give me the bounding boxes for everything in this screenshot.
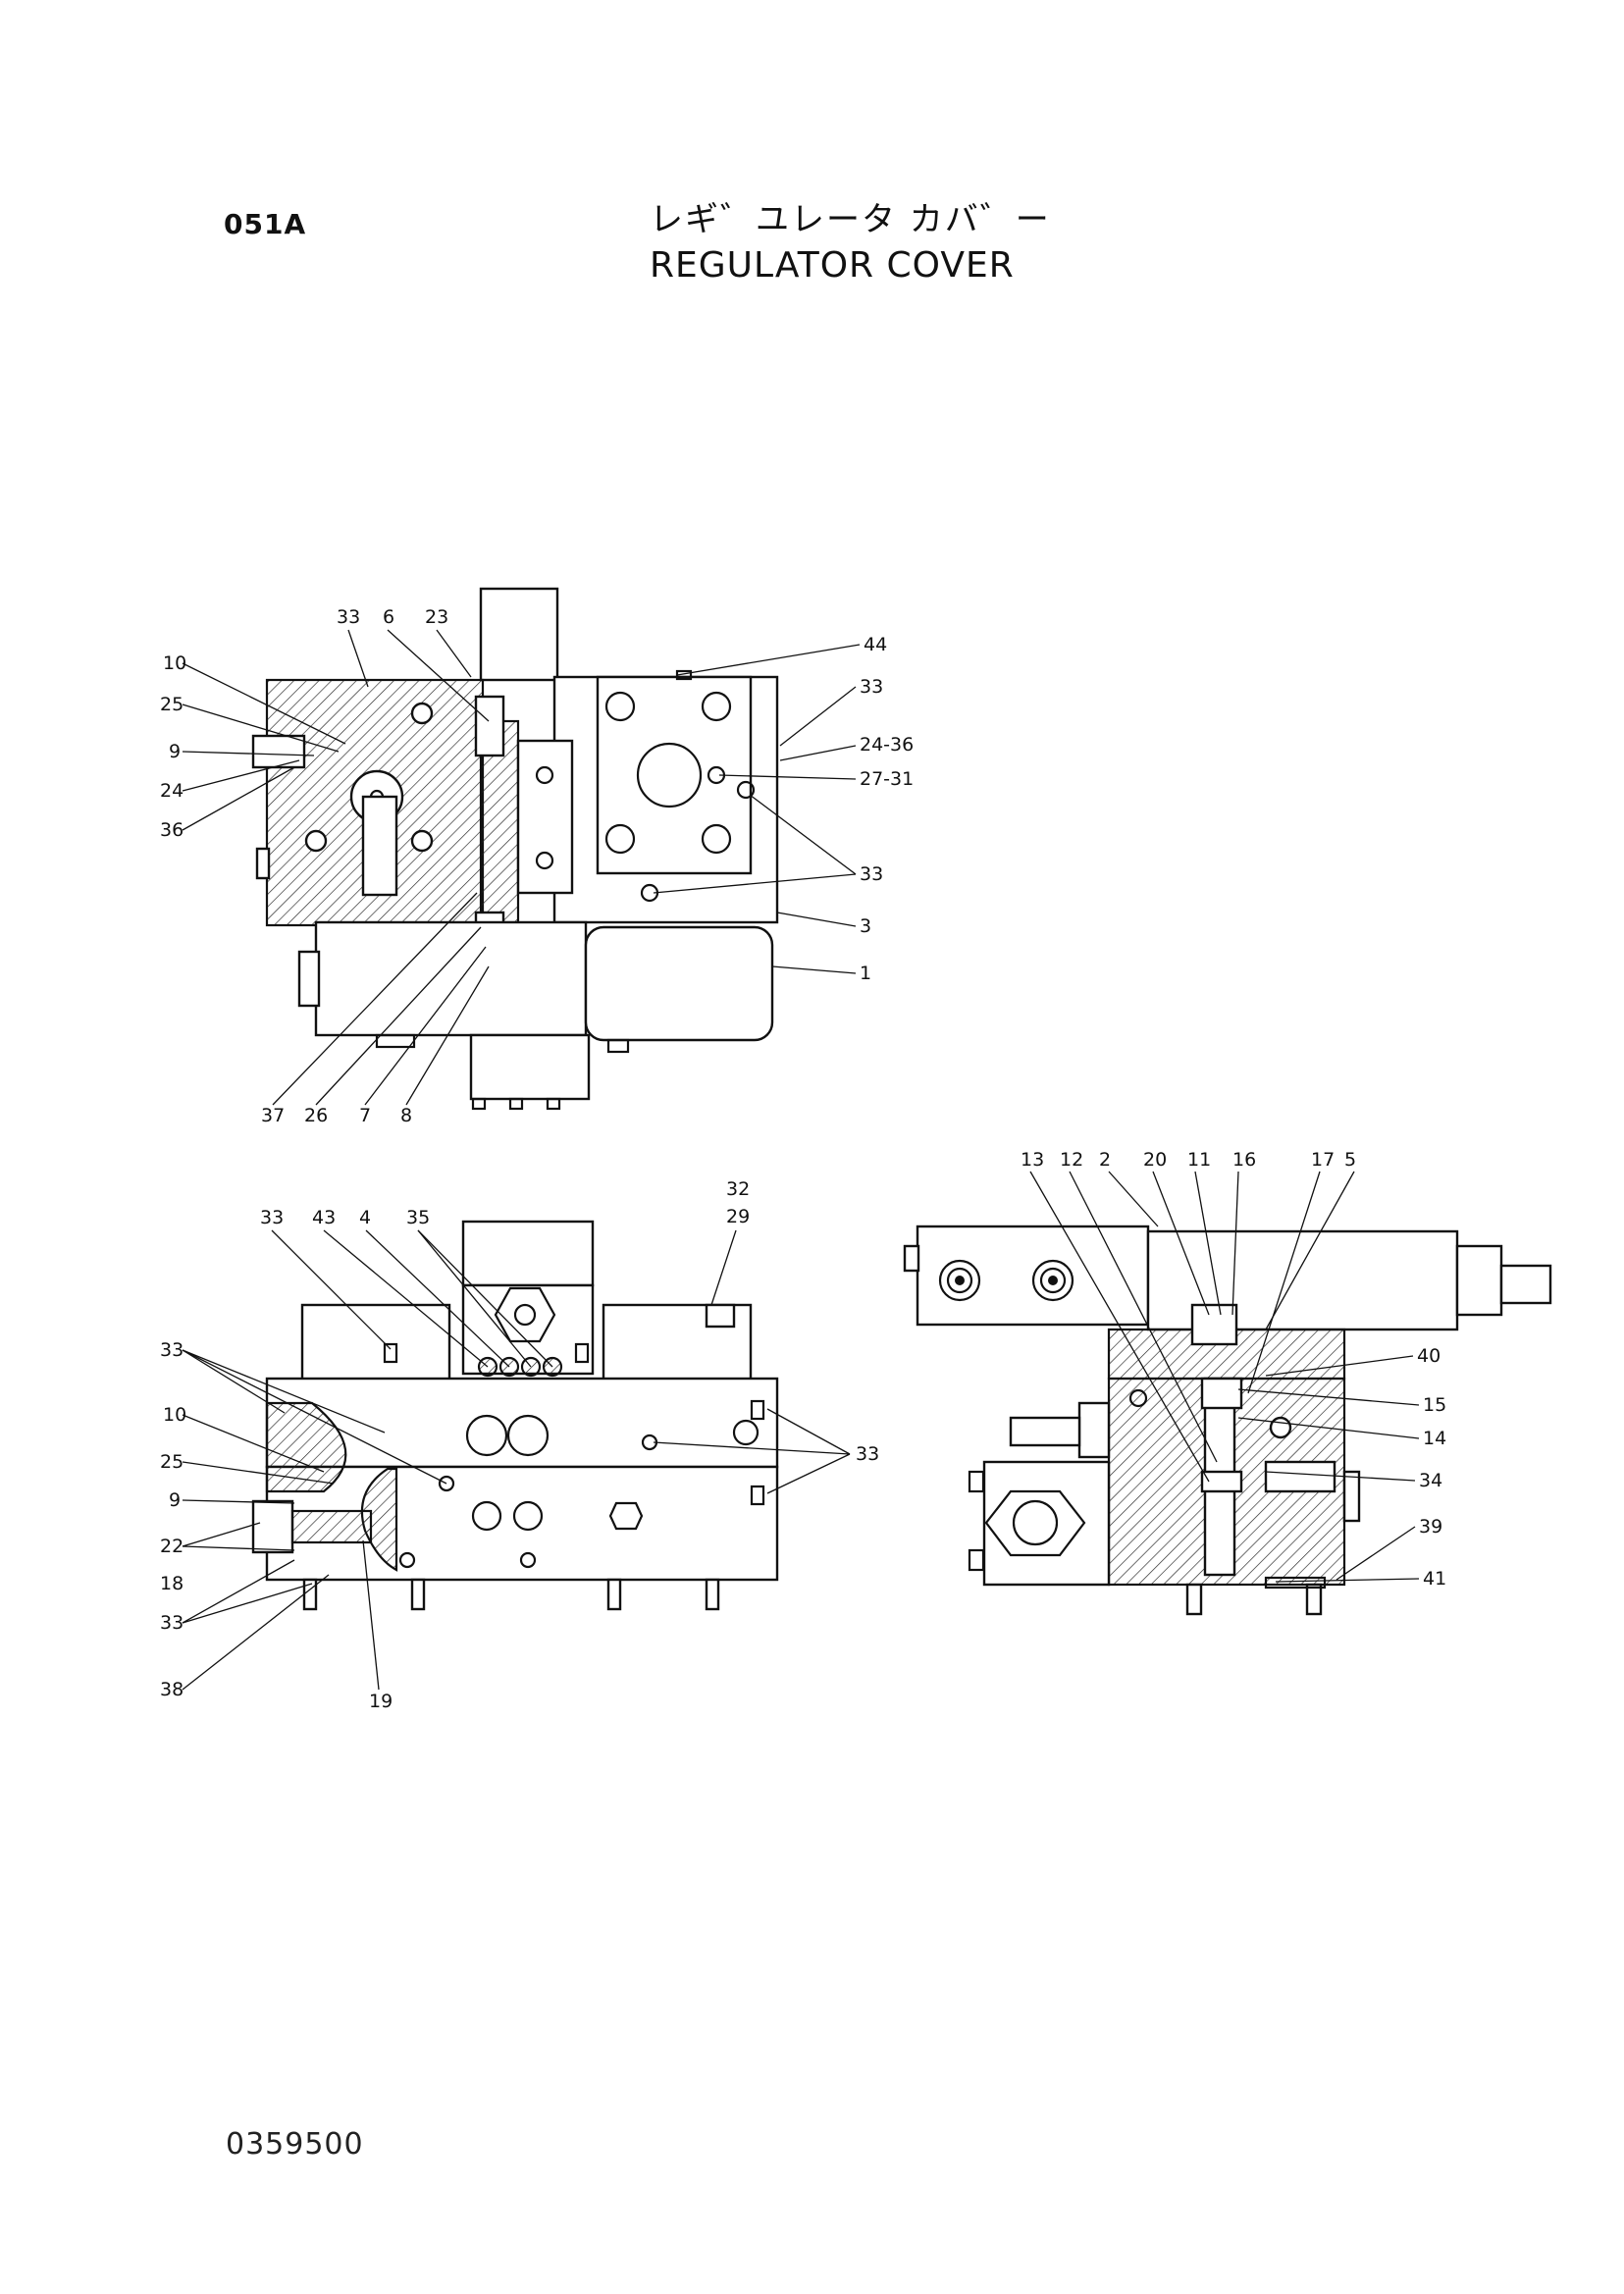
callout: 39	[1419, 1516, 1442, 1538]
callout: 4	[359, 1207, 371, 1228]
callout: 40	[1417, 1345, 1441, 1367]
callout: 17	[1311, 1149, 1335, 1171]
callout: 11	[1187, 1149, 1211, 1171]
title-english: REGULATOR COVER	[650, 245, 1015, 286]
callout: 13	[1021, 1149, 1044, 1171]
bl-top-flange	[461, 1220, 595, 1287]
callout: 1	[860, 963, 871, 984]
callout: 8	[400, 1105, 412, 1126]
callout: 10	[163, 1404, 186, 1426]
top-lower-body	[314, 920, 588, 1037]
hex-nut-icon	[984, 1489, 1086, 1557]
page-code: 051A	[224, 208, 307, 240]
callout: 29	[726, 1206, 750, 1227]
callout: 44	[864, 634, 887, 655]
title-japanese: レギ゛ユレータ カバ゛ー	[650, 200, 1051, 239]
callout: 18	[160, 1573, 183, 1594]
callout: 32	[726, 1178, 750, 1200]
callout: 5	[1344, 1149, 1356, 1171]
top-left-plug	[251, 734, 306, 769]
callout: 9	[169, 1489, 181, 1511]
callout: 24	[160, 780, 183, 802]
flange-bolt-hole	[604, 691, 636, 722]
callout: 14	[1423, 1428, 1446, 1449]
callout: 25	[160, 694, 183, 715]
callout: 12	[1060, 1149, 1083, 1171]
callout: 22	[160, 1536, 183, 1557]
bottom-right-view-callouts: 13 12 2 20 11 16 17 5 40 15 14 34 39 41	[1021, 1149, 1446, 1590]
flange-bolt-hole	[701, 823, 732, 855]
callout: 25	[160, 1451, 183, 1473]
bl-left-plug	[251, 1499, 294, 1554]
callout: 38	[160, 1679, 183, 1700]
flange-port	[636, 742, 703, 808]
flange-bolt-hole	[604, 823, 636, 855]
document-number: 0359500	[226, 2127, 364, 2162]
solenoid	[584, 925, 774, 1042]
callout: 23	[425, 606, 448, 628]
callout: 26	[304, 1105, 328, 1126]
callout: 33	[160, 1339, 183, 1361]
callout: 33	[860, 863, 883, 885]
port-hole	[736, 780, 756, 800]
bottom-left-view-callouts: 33 43 4 35 32 29 33 10 25 9 22 18 33 38 …	[160, 1178, 879, 1712]
bottom-right-view-leaders	[1029, 1171, 1420, 1583]
callout: 10	[163, 652, 186, 674]
top-view-leaders	[182, 629, 861, 1106]
top-view-callouts: 33 6 23 44 10 25 9 24 36 33 24-36 27-31 …	[160, 606, 914, 1126]
br-upper-housing	[916, 1225, 1150, 1327]
callout: 6	[383, 606, 394, 628]
br-left-body	[982, 1460, 1111, 1587]
callout: 3	[860, 915, 871, 937]
callout: 27-31	[860, 768, 914, 790]
callout: 20	[1143, 1149, 1167, 1171]
callout: 19	[369, 1691, 393, 1712]
bottom-right-view-assembly	[903, 1225, 1552, 1616]
top-view-assembly	[251, 587, 779, 1111]
hex-plug-icon	[494, 1286, 556, 1343]
callout: 36	[160, 819, 183, 841]
callout: 24-36	[860, 734, 914, 756]
callout: 33	[860, 676, 883, 698]
top-shaft	[479, 587, 559, 682]
callout: 9	[169, 741, 181, 762]
bl-upper-block	[265, 1377, 779, 1469]
callout: 33	[856, 1443, 879, 1465]
callout: 2	[1099, 1149, 1111, 1171]
callout: 33	[337, 606, 360, 628]
callout: 37	[261, 1105, 285, 1126]
callout: 7	[359, 1105, 371, 1126]
callout: 35	[406, 1207, 430, 1228]
callout: 16	[1232, 1149, 1256, 1171]
callout: 41	[1423, 1568, 1446, 1590]
callout: 43	[312, 1207, 336, 1228]
callout: 33	[160, 1612, 183, 1634]
bl-hatched-bore	[265, 1401, 347, 1493]
bottom-left-view-leaders	[182, 1229, 851, 1691]
bottom-left-view-assembly	[251, 1220, 779, 1611]
callout: 15	[1423, 1394, 1446, 1416]
callout: 34	[1419, 1470, 1442, 1491]
callout: 33	[260, 1207, 284, 1228]
flange-bolt-hole	[701, 691, 732, 722]
